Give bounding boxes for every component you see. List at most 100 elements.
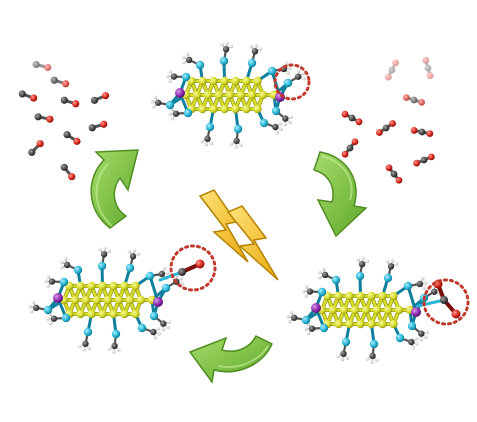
carbon-atom [291, 314, 298, 321]
hydrogen-atom [390, 258, 395, 263]
ligand-atom [341, 337, 351, 347]
metal-atom [76, 309, 85, 319]
hydrogen-atom [82, 347, 87, 352]
oxygen-atom [427, 153, 435, 161]
hydrogen-atom [166, 325, 170, 330]
metal-atom [247, 90, 257, 100]
metal-atom [214, 90, 224, 100]
oxygen-atom [426, 130, 434, 137]
ligand-atom [403, 281, 413, 291]
hydrogen-atom [239, 143, 243, 147]
carbon-atom [18, 90, 26, 98]
hydrogen-atom [29, 309, 34, 314]
hydrogen-atom [161, 327, 166, 332]
carbon-atom [272, 123, 279, 131]
ligand-atom [43, 305, 53, 315]
hydrogen-atom [179, 276, 184, 281]
oxygen-atom [101, 92, 110, 100]
carbon-atom [90, 96, 99, 104]
hydrogen-atom [375, 358, 379, 362]
metal-atom [220, 76, 229, 86]
carbon-atom [155, 99, 162, 106]
hydrogen-atom [370, 360, 374, 364]
phosphorus-atom [411, 307, 421, 317]
metal-atom [345, 319, 354, 329]
ligand-atom [267, 66, 277, 76]
hydrogen-atom [301, 71, 306, 76]
lightning-bolt-right [226, 205, 279, 281]
hydrogen-atom [157, 332, 161, 336]
hydrogen-atom [321, 267, 326, 271]
ligand-atom [219, 56, 229, 66]
carbon-atom [204, 135, 211, 142]
hydrogen-atom [31, 300, 36, 305]
carbon-atom [150, 328, 157, 336]
oxygen-atom [355, 118, 363, 126]
hydrogen-atom [420, 276, 425, 281]
metal-atom [87, 309, 96, 319]
hydrogen-atom [340, 357, 345, 362]
hydrogen-atom [304, 294, 308, 298]
hydrogen-atom [46, 317, 50, 321]
hydrogen-atom [423, 281, 428, 285]
carbon-atom [33, 304, 40, 311]
hydrogen-atom [289, 310, 294, 315]
oxygen-atom [44, 63, 52, 72]
ligand-atom [395, 333, 405, 343]
hydrogen-atom [297, 68, 301, 73]
co-molecule [90, 92, 110, 104]
metal-atom [87, 281, 96, 291]
carbon-atom [63, 131, 71, 139]
hydrogen-atom [414, 336, 419, 341]
metal-atom [242, 76, 251, 86]
oxygen-atom [418, 98, 426, 106]
metal-atom [356, 291, 365, 301]
metal-atom [345, 291, 354, 301]
phosphorus-atom [153, 297, 163, 307]
carbon-atom [129, 253, 137, 260]
ligand-atom [165, 100, 175, 110]
hydrogen-atom [345, 356, 350, 361]
metal-atom [367, 319, 376, 329]
carbon-atom [340, 350, 347, 357]
oxygen-atom [389, 120, 397, 127]
carbon-atom [172, 110, 180, 117]
metal-atom [372, 305, 382, 315]
ligand-atom [149, 311, 159, 321]
co-molecule [60, 163, 76, 181]
metal-atom [328, 305, 338, 315]
carbon-atom [160, 320, 167, 327]
co-molecules-left [18, 60, 110, 181]
carbon-atom [321, 271, 329, 279]
ring-co2-adsorbate [422, 278, 470, 326]
co-molecule [50, 76, 70, 88]
co2-molecule [375, 120, 397, 136]
carbon-atom [233, 137, 240, 145]
ligand-atom [111, 329, 121, 339]
carbon-atom [50, 76, 58, 84]
hydrogen-atom [419, 337, 424, 342]
carbon-atom [282, 115, 289, 122]
hydrogen-atom [168, 79, 172, 83]
hydrogen-atom [286, 314, 291, 319]
hydrogen-atom [112, 350, 116, 354]
metal-atom [236, 90, 246, 100]
metal-atom [109, 281, 118, 291]
hydrogen-atom [275, 130, 280, 135]
metal-atom [231, 104, 240, 114]
co-oxygen-atom [195, 259, 205, 269]
carbon-atom [88, 124, 96, 132]
metal-atom [378, 291, 387, 301]
hydrogen-atom [422, 286, 427, 290]
hydrogen-atom [44, 279, 48, 284]
hydrogen-atom [411, 345, 416, 350]
co2-molecule [410, 127, 434, 137]
metal-atom [389, 319, 398, 329]
oxygen-atom [62, 80, 70, 88]
hydrogen-atom [181, 55, 186, 60]
lightning-bolt-left [198, 189, 249, 263]
arrow-top-to-right [313, 151, 368, 238]
carbon-atom [416, 280, 424, 288]
hydrogen-atom [181, 60, 186, 65]
oxygen-atom [426, 72, 434, 80]
